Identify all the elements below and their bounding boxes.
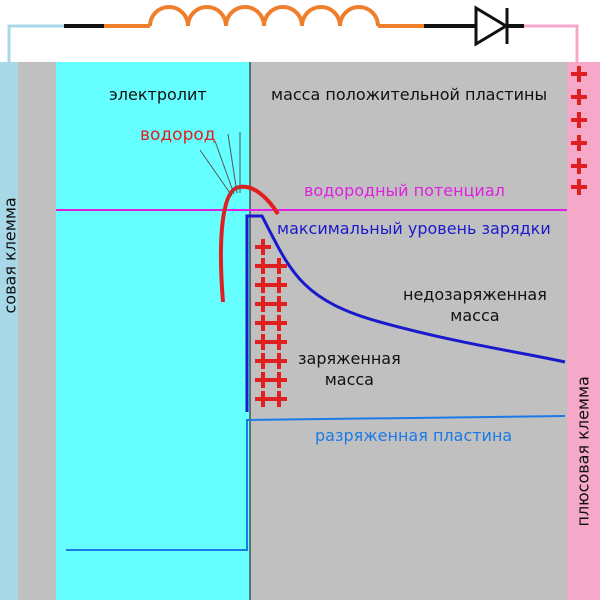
plus-icon [571,66,587,82]
discharged-plate-line [66,415,566,551]
plus-icon [271,334,287,350]
plus-icon [255,296,271,312]
max-charge-curve [245,214,566,412]
hydrogen-pointer-1 [199,149,233,197]
undercharged-mass-line2: масса [450,306,500,325]
plus-icon [255,334,271,350]
plus-icon [271,372,287,388]
inductor-coil [148,5,380,27]
plus-icon [255,315,271,331]
positive-terminal-strip [567,62,600,600]
plus-icon [255,258,271,274]
charged-mass-line1: заряженная [298,349,401,368]
plus-icon [571,89,587,105]
plus-icon [271,353,287,369]
plus-icon [571,135,587,151]
positive-plate-mass-label: масса положительной пластины [271,85,548,104]
electrolyte-region [56,62,250,600]
max-charge-level-label: максимальный уровень зарядки [277,219,551,238]
charged-mass-label: заряженная масса [298,348,401,390]
hydrogen-potential-label: водородный потенциал [304,181,505,200]
charged-mass-line2: масса [324,370,374,389]
hydrogen-pointer-2 [214,140,235,195]
plus-icon [255,277,271,293]
plus-icon [271,391,287,407]
plus-icon [571,158,587,174]
negative-terminal-strip [0,62,18,600]
plus-icon [255,372,271,388]
plus-icon [571,112,587,128]
positive-plate-mass [250,62,567,600]
negative-terminal-label: совая клемма [0,197,20,314]
diode-triangle [474,5,509,47]
hydrogen-label: водород [140,125,216,145]
plus-icon [255,239,271,255]
circuit-wire-left [7,24,64,62]
plus-icon [255,353,271,369]
discharged-plate-label: разряженная пластина [315,426,513,445]
plus-icon [571,179,587,195]
plus-icon [271,315,287,331]
negative-plate [18,62,56,600]
hydrogen-pointer-3 [227,133,238,194]
undercharged-mass-label: недозаряженная масса [403,284,547,326]
electrolyte-label: электролит [109,85,207,104]
plus-icon [271,296,287,312]
plus-icon [271,277,287,293]
plus-icon [255,391,271,407]
plus-icon [271,258,287,274]
undercharged-mass-line1: недозаряженная [403,285,547,304]
circuit-wire-right [524,24,579,62]
positive-terminal-label: плюсовая клемма [573,376,593,527]
